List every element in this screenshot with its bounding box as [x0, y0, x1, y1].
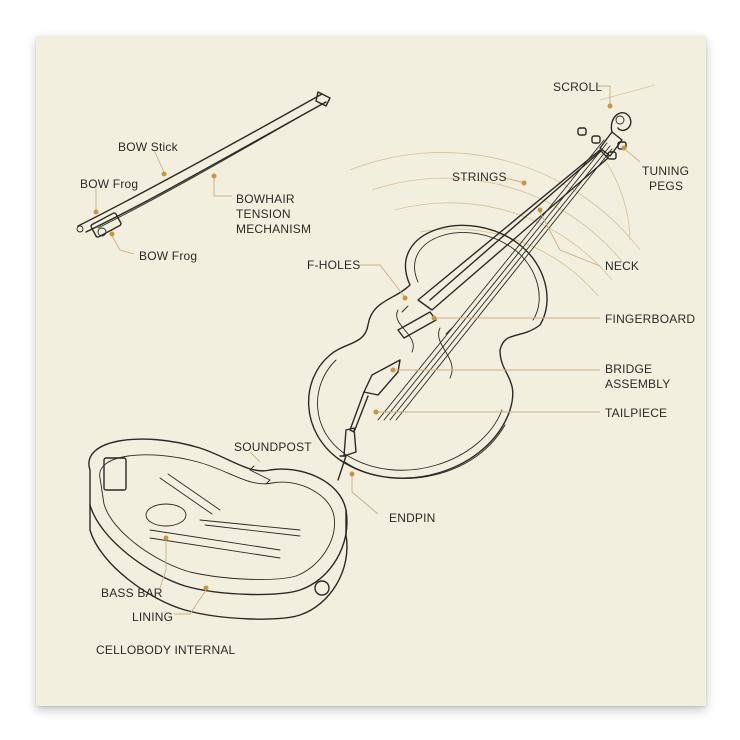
label-strings: STRINGS: [452, 170, 507, 184]
label-bowhair-line1: BOWHAIR: [236, 192, 295, 206]
label-bowhair-line2: TENSION: [236, 207, 291, 221]
label-bass-bar: BASS BAR: [101, 586, 163, 600]
label-fingerboard: FINGERBOARD: [605, 312, 696, 326]
label-cellobody-internal: CELLOBODY INTERNAL: [96, 643, 236, 657]
background-arcs: [349, 84, 656, 297]
label-scroll: SCROLL: [553, 80, 603, 94]
label-tailpiece: TAILPIECE: [605, 406, 668, 420]
label-bowhair-line3: MECHANISM: [236, 222, 312, 236]
label-tuning-pegs-line2: PEGS: [649, 179, 684, 193]
label-bow-frog-upper: BOW Frog: [80, 177, 139, 191]
bow-illustration: [76, 91, 331, 238]
leader-lines: [93, 85, 641, 615]
label-tuning-pegs-line1: TUNING: [642, 164, 690, 178]
label-bridge-assembly-line2: ASSEMBLY: [605, 377, 671, 391]
label-neck: NECK: [605, 259, 640, 273]
cello-body-internal-illustration: [88, 438, 348, 620]
label-bow-frog-lower: BOW Frog: [139, 249, 198, 263]
label-f-holes: F-HOLES: [307, 258, 361, 272]
diagram-sheet: [36, 36, 706, 706]
label-lining: LINING: [132, 610, 174, 624]
label-bridge-assembly-line1: BRIDGE: [605, 362, 653, 376]
label-bow-stick: BOW Stick: [118, 140, 178, 154]
label-endpin: ENDPIN: [389, 511, 436, 525]
label-soundpost: SOUNDPOST: [234, 440, 312, 454]
cello-illustration: [308, 112, 632, 481]
